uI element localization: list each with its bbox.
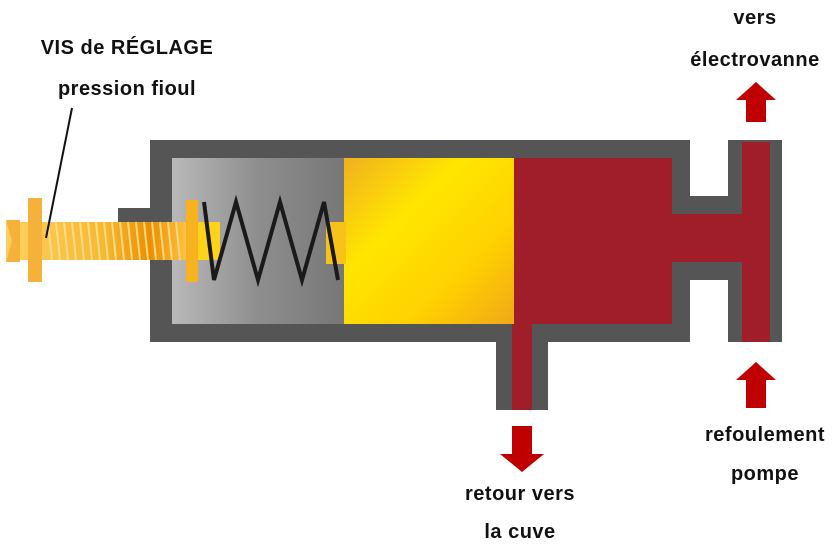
screw-thread bbox=[167, 221, 173, 261]
screw-thread bbox=[143, 221, 149, 261]
screw-thread bbox=[127, 221, 133, 261]
to-valve-label-line1: vers bbox=[733, 7, 777, 29]
screw-thread bbox=[71, 221, 77, 261]
screw-thread bbox=[87, 221, 93, 261]
pump-label-line2: pompe bbox=[730, 463, 800, 485]
screw-thread bbox=[103, 221, 109, 261]
arrow-down-to-tank bbox=[500, 426, 544, 472]
screw-thread bbox=[151, 221, 157, 261]
return-label-line2: la cuve bbox=[484, 521, 556, 543]
screw-thread bbox=[159, 221, 165, 261]
screw-thread bbox=[63, 221, 69, 261]
pump-label-line1: refoulement bbox=[705, 424, 825, 446]
to-valve-label-line2: électrovanne bbox=[690, 49, 820, 71]
arrow-up-from-pump bbox=[736, 362, 776, 408]
return-label-line1: retour vers bbox=[465, 483, 575, 505]
screw-thread bbox=[175, 221, 181, 261]
fuel-chamber bbox=[512, 142, 770, 410]
arrow-up-to-valve bbox=[736, 82, 776, 122]
adjust-screw-label-line1: VIS de RÉGLAGE bbox=[40, 37, 214, 59]
leader-line bbox=[45, 107, 73, 239]
screw-thread bbox=[95, 221, 101, 261]
adjust-screw-label-line2: pression fioul bbox=[57, 78, 197, 100]
screw-thread bbox=[119, 221, 125, 261]
adjusting-screw bbox=[6, 198, 220, 282]
screw-thread bbox=[135, 221, 141, 261]
screw-thread bbox=[55, 221, 61, 261]
piston bbox=[344, 158, 514, 324]
spring bbox=[202, 194, 340, 288]
screw-thread bbox=[111, 221, 117, 261]
screw-thread bbox=[79, 221, 85, 261]
